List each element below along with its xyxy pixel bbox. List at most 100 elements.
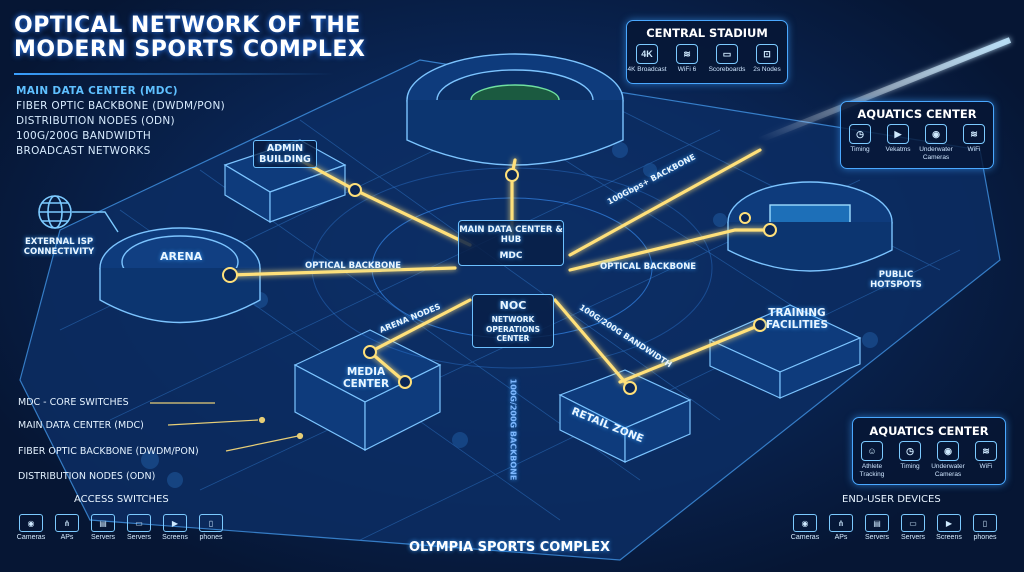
panel-title: AQUATICS CENTER xyxy=(857,107,977,121)
node-media xyxy=(363,345,377,359)
isp-link xyxy=(72,211,119,233)
antenna-icon: ⋔ xyxy=(55,514,79,532)
server-icon: ▤ xyxy=(91,514,115,532)
node-icon: ⊡ xyxy=(756,44,778,64)
left-list-item: MAIN DATA CENTER (MDC) xyxy=(18,420,144,431)
node-media2 xyxy=(398,375,412,389)
end-user-device: ▤Servers xyxy=(862,514,892,541)
end-user-icons: ◉Cameras ⋔APs ▤Servers ▭Servers ▶Screens… xyxy=(790,514,1000,541)
left-list-item: FIBER OPTIC BACKBONE (DWDM/PON) xyxy=(18,446,199,457)
title-line-2: MODERN SPORTS COMPLEX xyxy=(14,37,366,62)
page-title: OPTICAL NETWORK OF THE MODERN SPORTS COM… xyxy=(14,14,365,62)
access-device: ◉Cameras xyxy=(16,514,46,541)
end-user-device: ⋔APs xyxy=(826,514,856,541)
screen-icon: ▶ xyxy=(937,514,961,532)
training-building xyxy=(708,304,862,399)
aquatics-panel-bottom: AQUATICS CENTER ☺Athlete Tracking ◷Timin… xyxy=(852,417,1006,485)
node-arena xyxy=(222,267,238,283)
footer-title: OLYMPIA SPORTS COMPLEX xyxy=(409,540,610,555)
aquatics-panel-top: AQUATICS CENTER ◷Timing ▶Vekatms ◉Underw… xyxy=(840,101,994,169)
monitor-icon: ▭ xyxy=(901,514,925,532)
timer-icon: ◷ xyxy=(899,441,921,461)
scoreboard-item: ▭Scoreboards xyxy=(707,44,747,74)
wifi-icon: ≋ xyxy=(975,441,997,461)
node-admin xyxy=(348,183,362,197)
optical-backbone-left-label: OPTICAL BACKBONE xyxy=(305,261,402,271)
panel-title: CENTRAL STADIUM xyxy=(646,26,768,40)
wifi-item: ≋WiFi 6 xyxy=(667,44,707,74)
tree-clusters xyxy=(141,142,878,488)
end-user-device: ▶Screens xyxy=(934,514,964,541)
external-isp-beam xyxy=(758,37,1012,143)
video-item: ▶Vekatms xyxy=(879,124,917,161)
screen-icon: ▶ xyxy=(163,514,187,532)
phone-icon: ▯ xyxy=(973,514,997,532)
athlete-item: ☺Athlete Tracking xyxy=(853,441,891,478)
underwater-item: ◉Underwater Cameras xyxy=(929,441,967,478)
wifi-item: ≋WiFi xyxy=(967,441,1005,478)
backbone-vertical-label: 100G/200G BACKBONE xyxy=(508,378,518,481)
phone-icon: ▯ xyxy=(199,514,223,532)
aquatics-building xyxy=(727,181,893,272)
camera-icon: ◉ xyxy=(19,514,43,532)
legend-item: 100G/200G BANDWIDTH xyxy=(16,130,152,142)
access-device: ▭Servers xyxy=(124,514,154,541)
training-label: TRAINING FACILITIES xyxy=(765,307,829,331)
node-aquatics xyxy=(763,223,777,237)
athlete-icon: ☺ xyxy=(861,441,883,461)
network-operations-center: NOC NETWORK OPERATIONS CENTER xyxy=(472,294,554,348)
main-data-center-hub: MAIN DATA CENTER & HUB MDC xyxy=(458,220,564,266)
access-device: ⋔APs xyxy=(52,514,82,541)
legend-item: MAIN DATA CENTER (MDC) xyxy=(16,85,178,97)
access-device: ▶Screens xyxy=(160,514,190,541)
timing-item: ◷Timing xyxy=(891,441,929,478)
end-user-device: ▭Servers xyxy=(898,514,928,541)
globe-icon xyxy=(38,195,72,229)
timing-item: ◷Timing xyxy=(841,124,879,161)
4k-icon: 4K xyxy=(636,44,658,64)
wifi-icon: ≋ xyxy=(676,44,698,64)
legend-item: FIBER OPTIC BACKBONE (DWDM/PON) xyxy=(16,100,226,112)
antenna-icon: ⋔ xyxy=(829,514,853,532)
link-training xyxy=(618,323,762,384)
camera-icon: ◉ xyxy=(937,441,959,461)
link-arena xyxy=(228,266,457,277)
camera-icon: ◉ xyxy=(793,514,817,532)
legend-list: MAIN DATA CENTER (MDC) FIBER OPTIC BACKB… xyxy=(16,84,225,159)
arena-building xyxy=(99,227,261,324)
link-aquatics xyxy=(568,148,762,257)
mdc-label: MDC xyxy=(499,251,523,261)
left-list-item: DISTRIBUTION NODES (ODN) xyxy=(18,471,156,482)
timer-icon: ◷ xyxy=(849,124,871,144)
access-switches-icons: ◉Cameras ⋔APs ▤Servers ▭Servers ▶Screens… xyxy=(16,514,226,541)
mdc-title: MAIN DATA CENTER & HUB xyxy=(459,225,563,245)
left-list-connectors xyxy=(150,402,304,452)
end-user-devices-title: END-USER DEVICES xyxy=(842,494,941,505)
underwater-item: ◉Underwater Cameras xyxy=(917,124,955,161)
camera-icon: ▶ xyxy=(887,124,909,144)
media-center-label: MEDIA CENTER xyxy=(342,366,390,390)
wifi-icon: ≋ xyxy=(963,124,985,144)
server-icon: ▤ xyxy=(865,514,889,532)
link-aquatics-dome xyxy=(568,228,772,272)
fiber-nodes xyxy=(222,168,777,395)
node-retail xyxy=(623,381,637,395)
external-isp-label: EXTERNAL ISP CONNECTIVITY xyxy=(23,237,95,257)
legend-item: DISTRIBUTION NODES (ODN) xyxy=(16,115,175,127)
title-line-1: OPTICAL NETWORK OF THE xyxy=(14,13,361,38)
link-retail xyxy=(553,298,632,390)
monitor-icon: ▭ xyxy=(127,514,151,532)
public-hotspots-label: PUBLIC HOTSPOTS xyxy=(870,270,922,290)
media-center-building xyxy=(293,329,442,452)
panel-title: AQUATICS CENTER xyxy=(869,424,989,438)
optical-backbone-right-label: OPTICAL BACKBONE xyxy=(600,262,697,272)
access-device: ▯phones xyxy=(196,514,226,541)
noc-label: NOC xyxy=(499,299,527,312)
arena-label: ARENA xyxy=(160,250,203,263)
end-user-device: ▯phones xyxy=(970,514,1000,541)
node-training xyxy=(753,318,767,332)
wifi-item: ≋WiFi xyxy=(955,124,993,161)
